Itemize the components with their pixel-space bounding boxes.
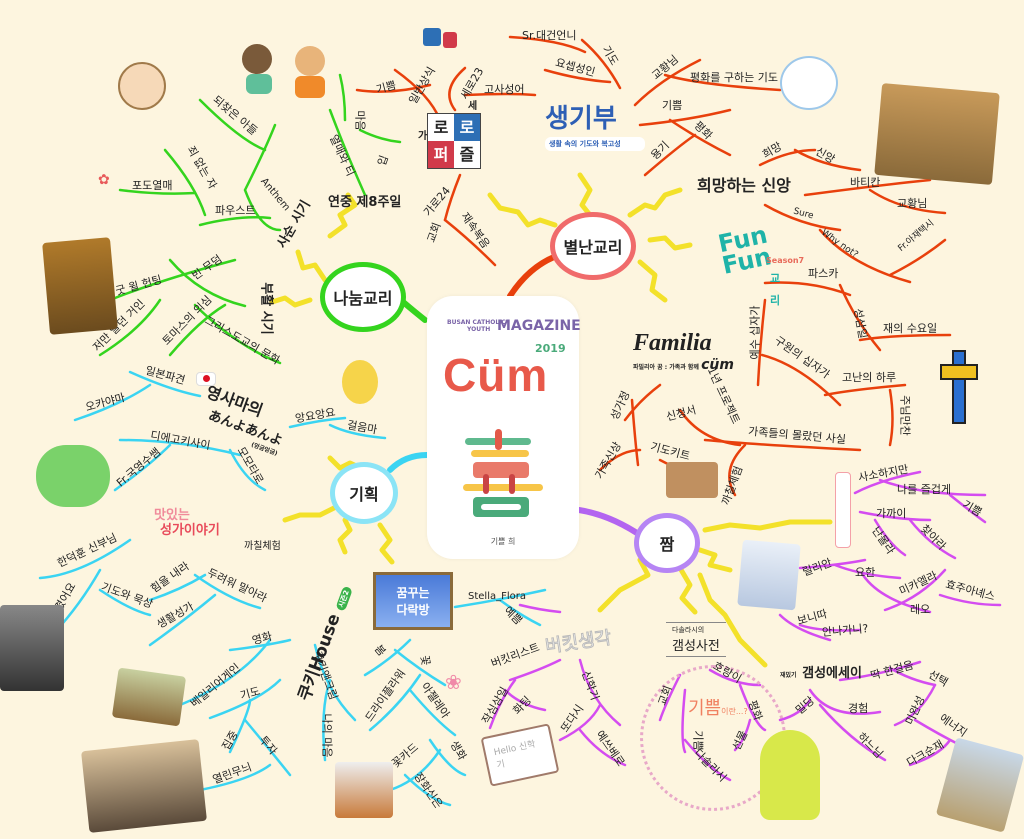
familia-logo[interactable]: Familia 파밀리아 꿈 : 가족과 함께 cüm (633, 330, 734, 373)
photo-woman-dog-image (81, 739, 207, 833)
cover-caption: 기쁠 희 (490, 537, 516, 546)
stained-glass-cross-image (940, 350, 978, 424)
center-magazine-cover: BUSAN CATHOLIC YOUTH MAGAZINE 2019 Cüm 喜… (427, 296, 581, 559)
funfun-logo[interactable]: Fun Fun Season7 교리 (716, 221, 804, 307)
familia-title: Familia (633, 330, 712, 356)
topic-easter[interactable]: 부활 시기 (258, 282, 274, 335)
hub-byeolnan-label: 별난교리 (563, 238, 623, 257)
essay-title: 갬성에세이 (802, 666, 862, 681)
hub-jjam-label: 짬 (659, 535, 675, 554)
node-sr-daegeon[interactable]: Sr.대건언니 (522, 29, 577, 42)
theme-glyph (427, 424, 579, 524)
node-experience[interactable]: 경험 (848, 702, 869, 715)
darakbang-title-line1: 꿈꾸는 (396, 586, 430, 600)
vertical-notepad-image (835, 472, 851, 548)
node-lords-supper[interactable]: 주님만찬 (898, 395, 912, 436)
node-pope-hope[interactable]: 교황님 (897, 197, 928, 210)
node-idioms[interactable]: 고사성어 (484, 83, 525, 96)
subtitle-line1: BUSAN CATHOLIC (447, 319, 506, 326)
funfun-season: Season7 (766, 256, 805, 265)
saenggibu-title: 생기부 (545, 104, 617, 134)
node-jesus-cross[interactable]: 예수 십자가 (748, 305, 762, 360)
prayer-kit-box-image (666, 462, 718, 498)
topic-hopeful-faith[interactable]: 희망하는 신앙 (697, 176, 791, 195)
tile-ga: 가 (418, 131, 428, 142)
node-make-me-happy[interactable]: 나를 즐겁게 (897, 483, 952, 496)
node-vatican[interactable]: 바티칸 (850, 176, 881, 189)
photo-dog-man-image (111, 667, 187, 727)
node-stella-flora[interactable]: Stella_Flora (468, 591, 526, 602)
photo-sunflower-card-image (335, 762, 393, 818)
tile-se: 세 (468, 101, 478, 112)
node-picky-song[interactable]: 까칠체험 (244, 541, 281, 552)
dictionary-center-suffix: 이란...? (721, 707, 748, 716)
tile-jeul: 즐 (454, 141, 480, 168)
familia-subtitle: 파밀리아 꿈 : 가족과 함께 (633, 364, 699, 371)
cover-magazine: MAGAZINE (497, 318, 581, 334)
subtitle-line2: YOUTH (467, 325, 491, 333)
crossword-logo[interactable]: 로 로 퍼 즐 (427, 113, 481, 169)
node-peace-prayer[interactable]: 평화를 구하는 기도 (690, 71, 778, 84)
cover-year: 2019 (535, 342, 566, 355)
movie-poster-image (42, 237, 118, 335)
essay-prefix: 재밌기 (780, 672, 797, 679)
node-day-of-suffering[interactable]: 고난의 하루 (842, 371, 897, 384)
node-joy-saeng[interactable]: 기쁨 (662, 99, 683, 112)
hello-card-text: Hello 신학기 (493, 739, 537, 771)
cartoon-two-people-image (240, 44, 330, 99)
funfun-suffix: 교리 (770, 272, 781, 307)
node-pascha[interactable]: 파스카 (808, 267, 839, 280)
darakbang-title-line2: 다락방 (396, 603, 430, 617)
hub-byeolnan[interactable]: 별난교리 (550, 212, 636, 280)
dictionary-center: 기쁨이란...? (688, 700, 748, 718)
cover-subtitle: BUSAN CATHOLIC YOUTH (447, 319, 506, 333)
cartoon-blocks-image (423, 20, 465, 50)
dictionary-title-small: 다솔라시의 (672, 626, 705, 634)
topic-ordinary[interactable]: 연중 제8주일 (328, 195, 402, 210)
book-cover-image (737, 539, 801, 611)
song-title-line1: 맛있는 (154, 508, 190, 523)
familia-brand: cüm (701, 357, 734, 373)
dictionary-center-text: 기쁨 (688, 698, 722, 719)
group-photo-image (874, 83, 1000, 185)
familia-subtitle-row: 파밀리아 꿈 : 가족과 함께 cüm (633, 357, 734, 373)
node-flower[interactable]: 꽃 (417, 654, 433, 667)
node-grapes[interactable]: 포도열매 (132, 179, 173, 192)
tile-peo: 퍼 (428, 141, 454, 168)
cover-brand: Cüm (443, 349, 549, 401)
node-my-heart[interactable]: 나의 마음 (320, 713, 334, 758)
darakbang-logo[interactable]: 꿈꾸는 다락방 (373, 572, 453, 630)
japan-flag-icon (196, 372, 216, 386)
node-ash-wednesday[interactable]: 재의 수요일 (883, 322, 938, 335)
photo-man-image (0, 605, 64, 691)
hub-nanum-label: 나눔교리 (333, 289, 393, 308)
yellow-creature-image (760, 730, 820, 820)
saenggibu-logo[interactable]: 생기부 생활 속의 기도와 복고성 (545, 98, 645, 151)
tile-ro-1: 로 (428, 114, 454, 141)
tile-ro-2: 로 (454, 114, 480, 141)
song-title-line2: 성가이야기 (160, 523, 220, 538)
node-heart[interactable]: 마음 (353, 110, 367, 131)
node-john[interactable]: 요한 (855, 566, 876, 579)
cartoon-boy-cap-image (118, 62, 166, 110)
dictionary-logo[interactable]: 다솔라시의 갬성사전 (666, 622, 726, 657)
essay-logo[interactable]: 재밌기 갬성에세이 (780, 662, 862, 681)
cartoon-priest-dog-image (36, 445, 110, 507)
hub-nanum[interactable]: 나눔교리 (320, 262, 406, 332)
node-leo[interactable]: 레오 (910, 603, 931, 616)
node-faust[interactable]: 파우스트 (215, 204, 256, 217)
hub-gihoek[interactable]: 기획 (330, 462, 398, 524)
node-near[interactable]: 가까이 (876, 507, 907, 520)
saenggibu-subtitle: 생활 속의 기도와 복고성 (545, 137, 645, 151)
song-story-logo[interactable]: 맛있는 성가이야기 (140, 508, 220, 538)
flower-pot-icon: ❀ (445, 670, 462, 694)
dictionary-title: 갬성사전 (672, 639, 720, 654)
flower-icon: ✿ (98, 172, 110, 188)
hub-jjam[interactable]: 짬 (634, 513, 700, 573)
hub-gihoek-label: 기획 (349, 485, 379, 504)
cartoon-priest-image (342, 360, 378, 404)
nun-cartoon-image (780, 56, 838, 110)
